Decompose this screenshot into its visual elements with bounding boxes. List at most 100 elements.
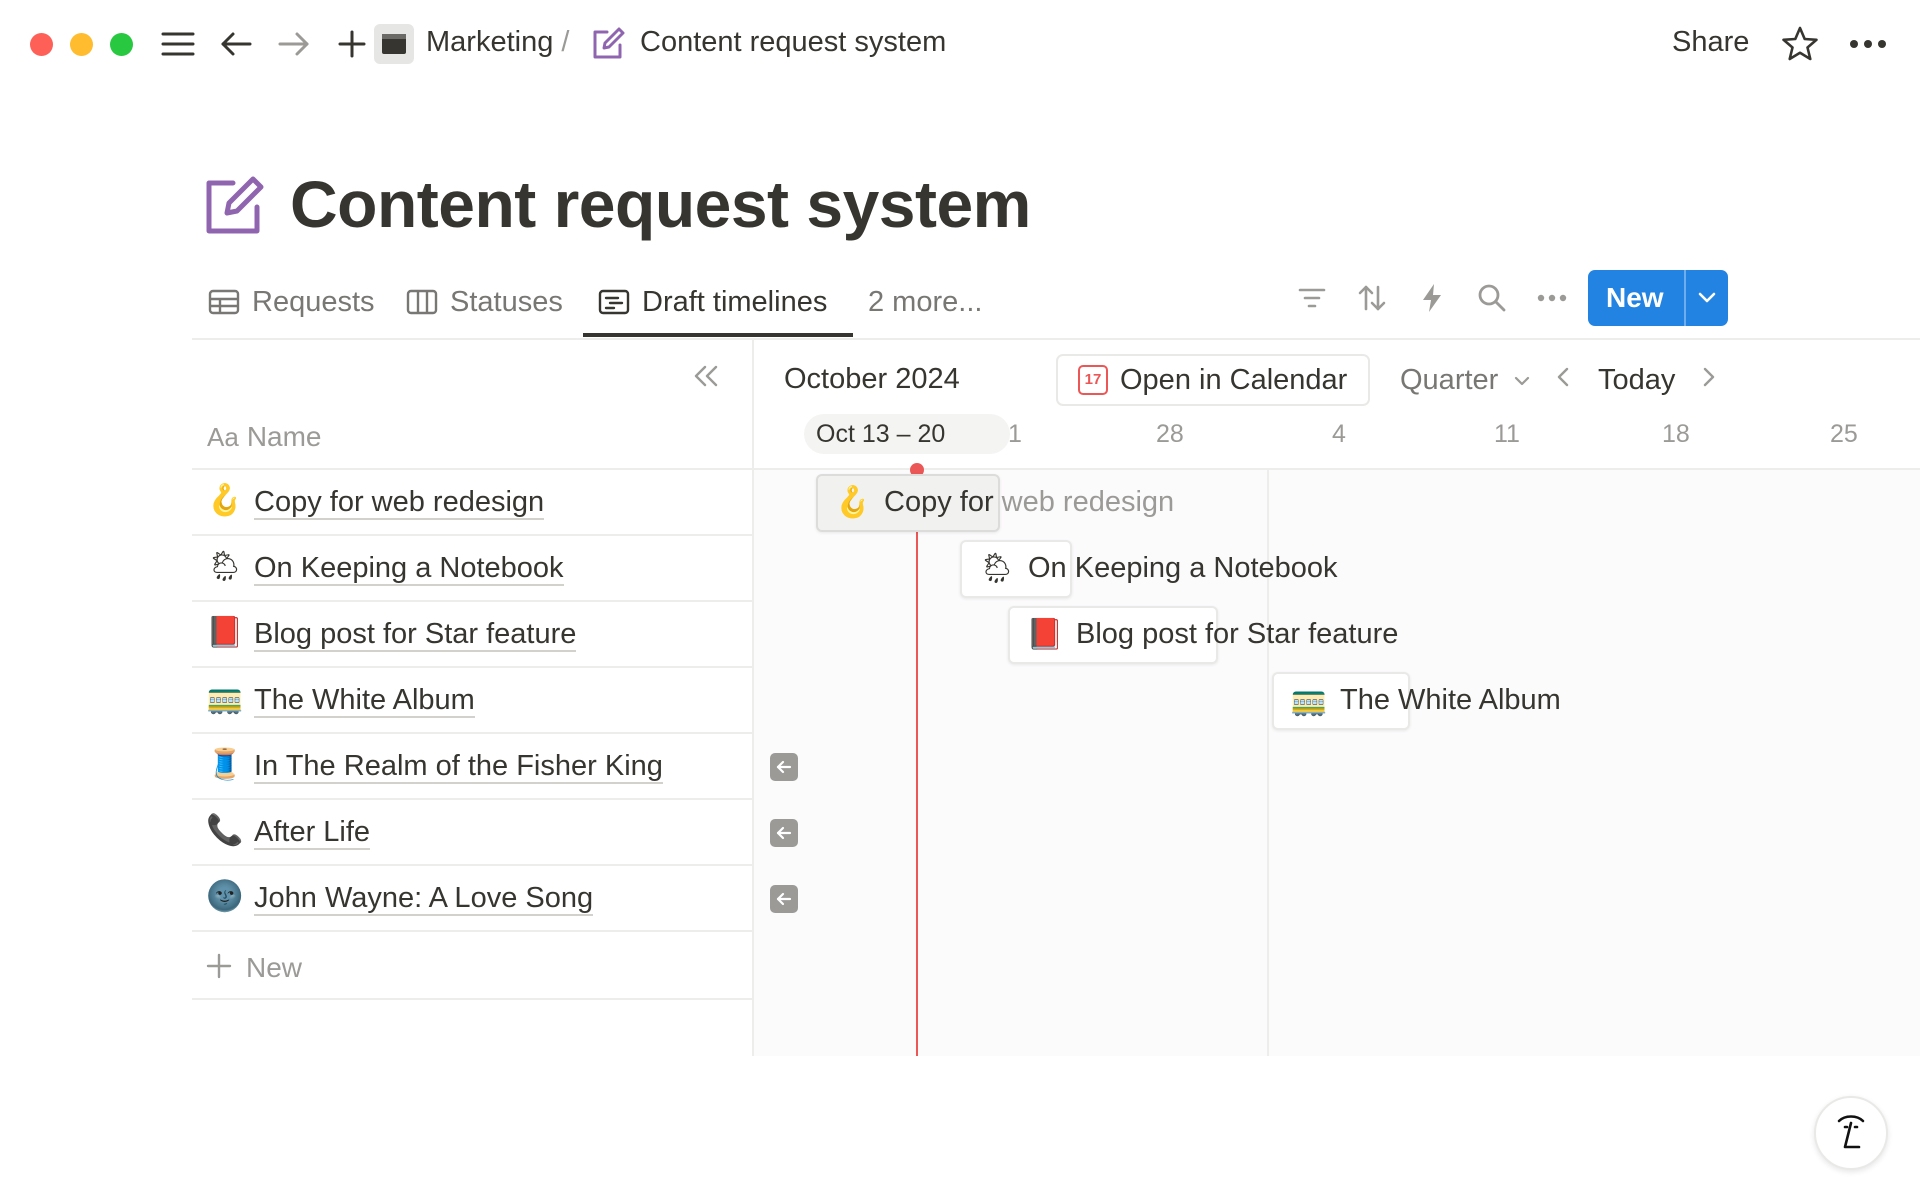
open-in-calendar-button[interactable]: 17 Open in Calendar xyxy=(1056,354,1370,406)
breadcrumb-current[interactable]: Content request system xyxy=(640,26,947,58)
timeline-card-label[interactable]: On Keeping a Notebook xyxy=(1028,552,1338,584)
add-page-icon[interactable] xyxy=(330,22,374,66)
tab-label: 2 more... xyxy=(868,285,983,318)
timeline-month: October 2024 xyxy=(784,363,960,395)
active-tab-indicator xyxy=(583,333,853,337)
collapse-sidebar-icon[interactable] xyxy=(692,364,720,393)
scroll-to-item-arrow-icon[interactable] xyxy=(770,753,798,781)
breadcrumb-parent[interactable]: Marketing xyxy=(426,26,554,58)
edit-note-icon xyxy=(586,22,630,66)
row-title[interactable]: Copy for web redesign xyxy=(254,486,545,520)
sort-icon[interactable] xyxy=(1352,278,1392,318)
tab-label: Statuses xyxy=(450,285,563,318)
timeline-card[interactable]: 🌦 xyxy=(960,540,1072,598)
chevron-down-icon xyxy=(1515,377,1530,386)
timeline-icon xyxy=(598,289,630,315)
edit-note-icon[interactable] xyxy=(203,175,265,237)
window-minimize-button[interactable] xyxy=(70,33,93,56)
menu-icon[interactable] xyxy=(156,22,200,66)
lightning-icon[interactable] xyxy=(1412,278,1452,318)
plus-icon xyxy=(206,946,232,988)
today-marker-dot xyxy=(910,463,924,477)
timeline-card[interactable]: 📕 xyxy=(1008,606,1218,664)
back-arrow-icon[interactable] xyxy=(214,22,258,66)
timeline-card[interactable]: 🪝 xyxy=(816,474,1000,532)
more-icon[interactable] xyxy=(1532,278,1572,318)
table-row[interactable]: 📞 After Life xyxy=(192,800,752,866)
hook-icon: 🪝 xyxy=(834,485,872,520)
tab-draft-timelines[interactable]: Draft timelines xyxy=(598,272,827,332)
tab-more[interactable]: 2 more... xyxy=(868,272,982,332)
search-icon[interactable] xyxy=(1472,278,1512,318)
date-tick: 18 xyxy=(1662,420,1690,448)
notion-ai-button[interactable] xyxy=(1814,1096,1888,1170)
table-row[interactable]: 🌚 John Wayne: A Love Song xyxy=(192,866,752,932)
window-close-button[interactable] xyxy=(30,33,53,56)
window-maximize-button[interactable] xyxy=(110,33,133,56)
weather-icon: 🌦 xyxy=(206,549,245,584)
new-button[interactable]: New xyxy=(1588,270,1728,326)
calendar-icon: 17 xyxy=(1078,365,1108,395)
row-title[interactable]: On Keeping a Notebook xyxy=(254,552,564,586)
book-icon: 📕 xyxy=(206,615,244,650)
table-row[interactable]: 🧵 In The Realm of the Fisher King xyxy=(192,734,752,800)
share-button[interactable]: Share xyxy=(1672,26,1750,58)
timeline-card-label-end: web redesign xyxy=(1001,486,1175,518)
timeline-card-label-start: Copy for xyxy=(884,486,994,518)
thread-icon: 🧵 xyxy=(206,747,244,782)
chevron-down-icon[interactable] xyxy=(1686,292,1728,304)
text-property-icon: Aa xyxy=(207,422,239,452)
tram-icon: 🚃 xyxy=(206,681,244,716)
add-row-button[interactable]: New xyxy=(192,934,752,1000)
scroll-to-item-arrow-icon[interactable] xyxy=(770,885,798,913)
row-title[interactable]: The White Album xyxy=(254,684,475,718)
weather-icon: 🌦 xyxy=(978,551,1017,586)
row-title[interactable]: After Life xyxy=(254,816,371,850)
week-gridline xyxy=(1267,470,1269,1056)
open-in-calendar-label: Open in Calendar xyxy=(1120,363,1348,396)
page-title[interactable]: Content request system xyxy=(290,167,1031,241)
timeline-card-label[interactable]: Copy for web redesign xyxy=(884,486,1174,519)
tram-icon: 🚃 xyxy=(1290,683,1328,718)
filter-icon[interactable] xyxy=(1292,278,1332,318)
today-button[interactable]: Today xyxy=(1598,364,1676,396)
tab-label: Draft timelines xyxy=(642,285,828,318)
row-title[interactable]: Blog post for Star feature xyxy=(254,618,577,652)
ai-face-icon xyxy=(1837,1115,1865,1149)
breadcrumb: Marketing / xyxy=(426,26,569,59)
timeline-card-label[interactable]: The White Album xyxy=(1340,684,1561,716)
chevron-right-icon[interactable] xyxy=(1702,366,1716,393)
timeline-card[interactable]: 🚃 xyxy=(1272,672,1410,730)
forward-arrow-icon[interactable] xyxy=(272,22,316,66)
board-icon xyxy=(406,289,438,315)
view-mode-dropdown[interactable]: Quarter xyxy=(1400,364,1530,397)
table-row[interactable]: 🌦 On Keeping a Notebook xyxy=(192,536,752,602)
row-title[interactable]: John Wayne: A Love Song xyxy=(254,882,594,916)
date-tick: 25 xyxy=(1830,420,1858,448)
divider[interactable] xyxy=(752,340,754,1056)
view-mode-label: Quarter xyxy=(1400,364,1499,396)
add-row-label: New xyxy=(246,952,303,983)
row-title[interactable]: In The Realm of the Fisher King xyxy=(254,750,663,784)
timeline-card-label[interactable]: Blog post for Star feature xyxy=(1076,618,1399,650)
timeline-canvas[interactable] xyxy=(754,470,1920,1056)
tab-requests[interactable]: Requests xyxy=(208,272,375,332)
table-row[interactable]: 📕 Blog post for Star feature xyxy=(192,602,752,668)
chevron-left-icon[interactable] xyxy=(1556,366,1570,393)
more-icon[interactable] xyxy=(1846,22,1890,66)
phone-icon: 📞 xyxy=(206,813,244,848)
column-header-label: Name xyxy=(246,421,322,452)
tab-statuses[interactable]: Statuses xyxy=(406,272,563,332)
table-row[interactable]: 🚃 The White Album xyxy=(192,668,752,734)
breadcrumb-separator: / xyxy=(561,26,570,58)
table-row[interactable]: 🪝 Copy for web redesign xyxy=(192,470,752,536)
date-tick: 1 xyxy=(1008,420,1022,448)
book-icon: 📕 xyxy=(1026,617,1064,652)
scroll-to-item-arrow-icon[interactable] xyxy=(770,819,798,847)
divider xyxy=(192,338,1920,340)
star-icon[interactable] xyxy=(1778,22,1822,66)
date-tick: 4 xyxy=(1332,420,1346,448)
date-tick: 28 xyxy=(1156,420,1184,448)
calendar-day: 17 xyxy=(1084,371,1102,388)
